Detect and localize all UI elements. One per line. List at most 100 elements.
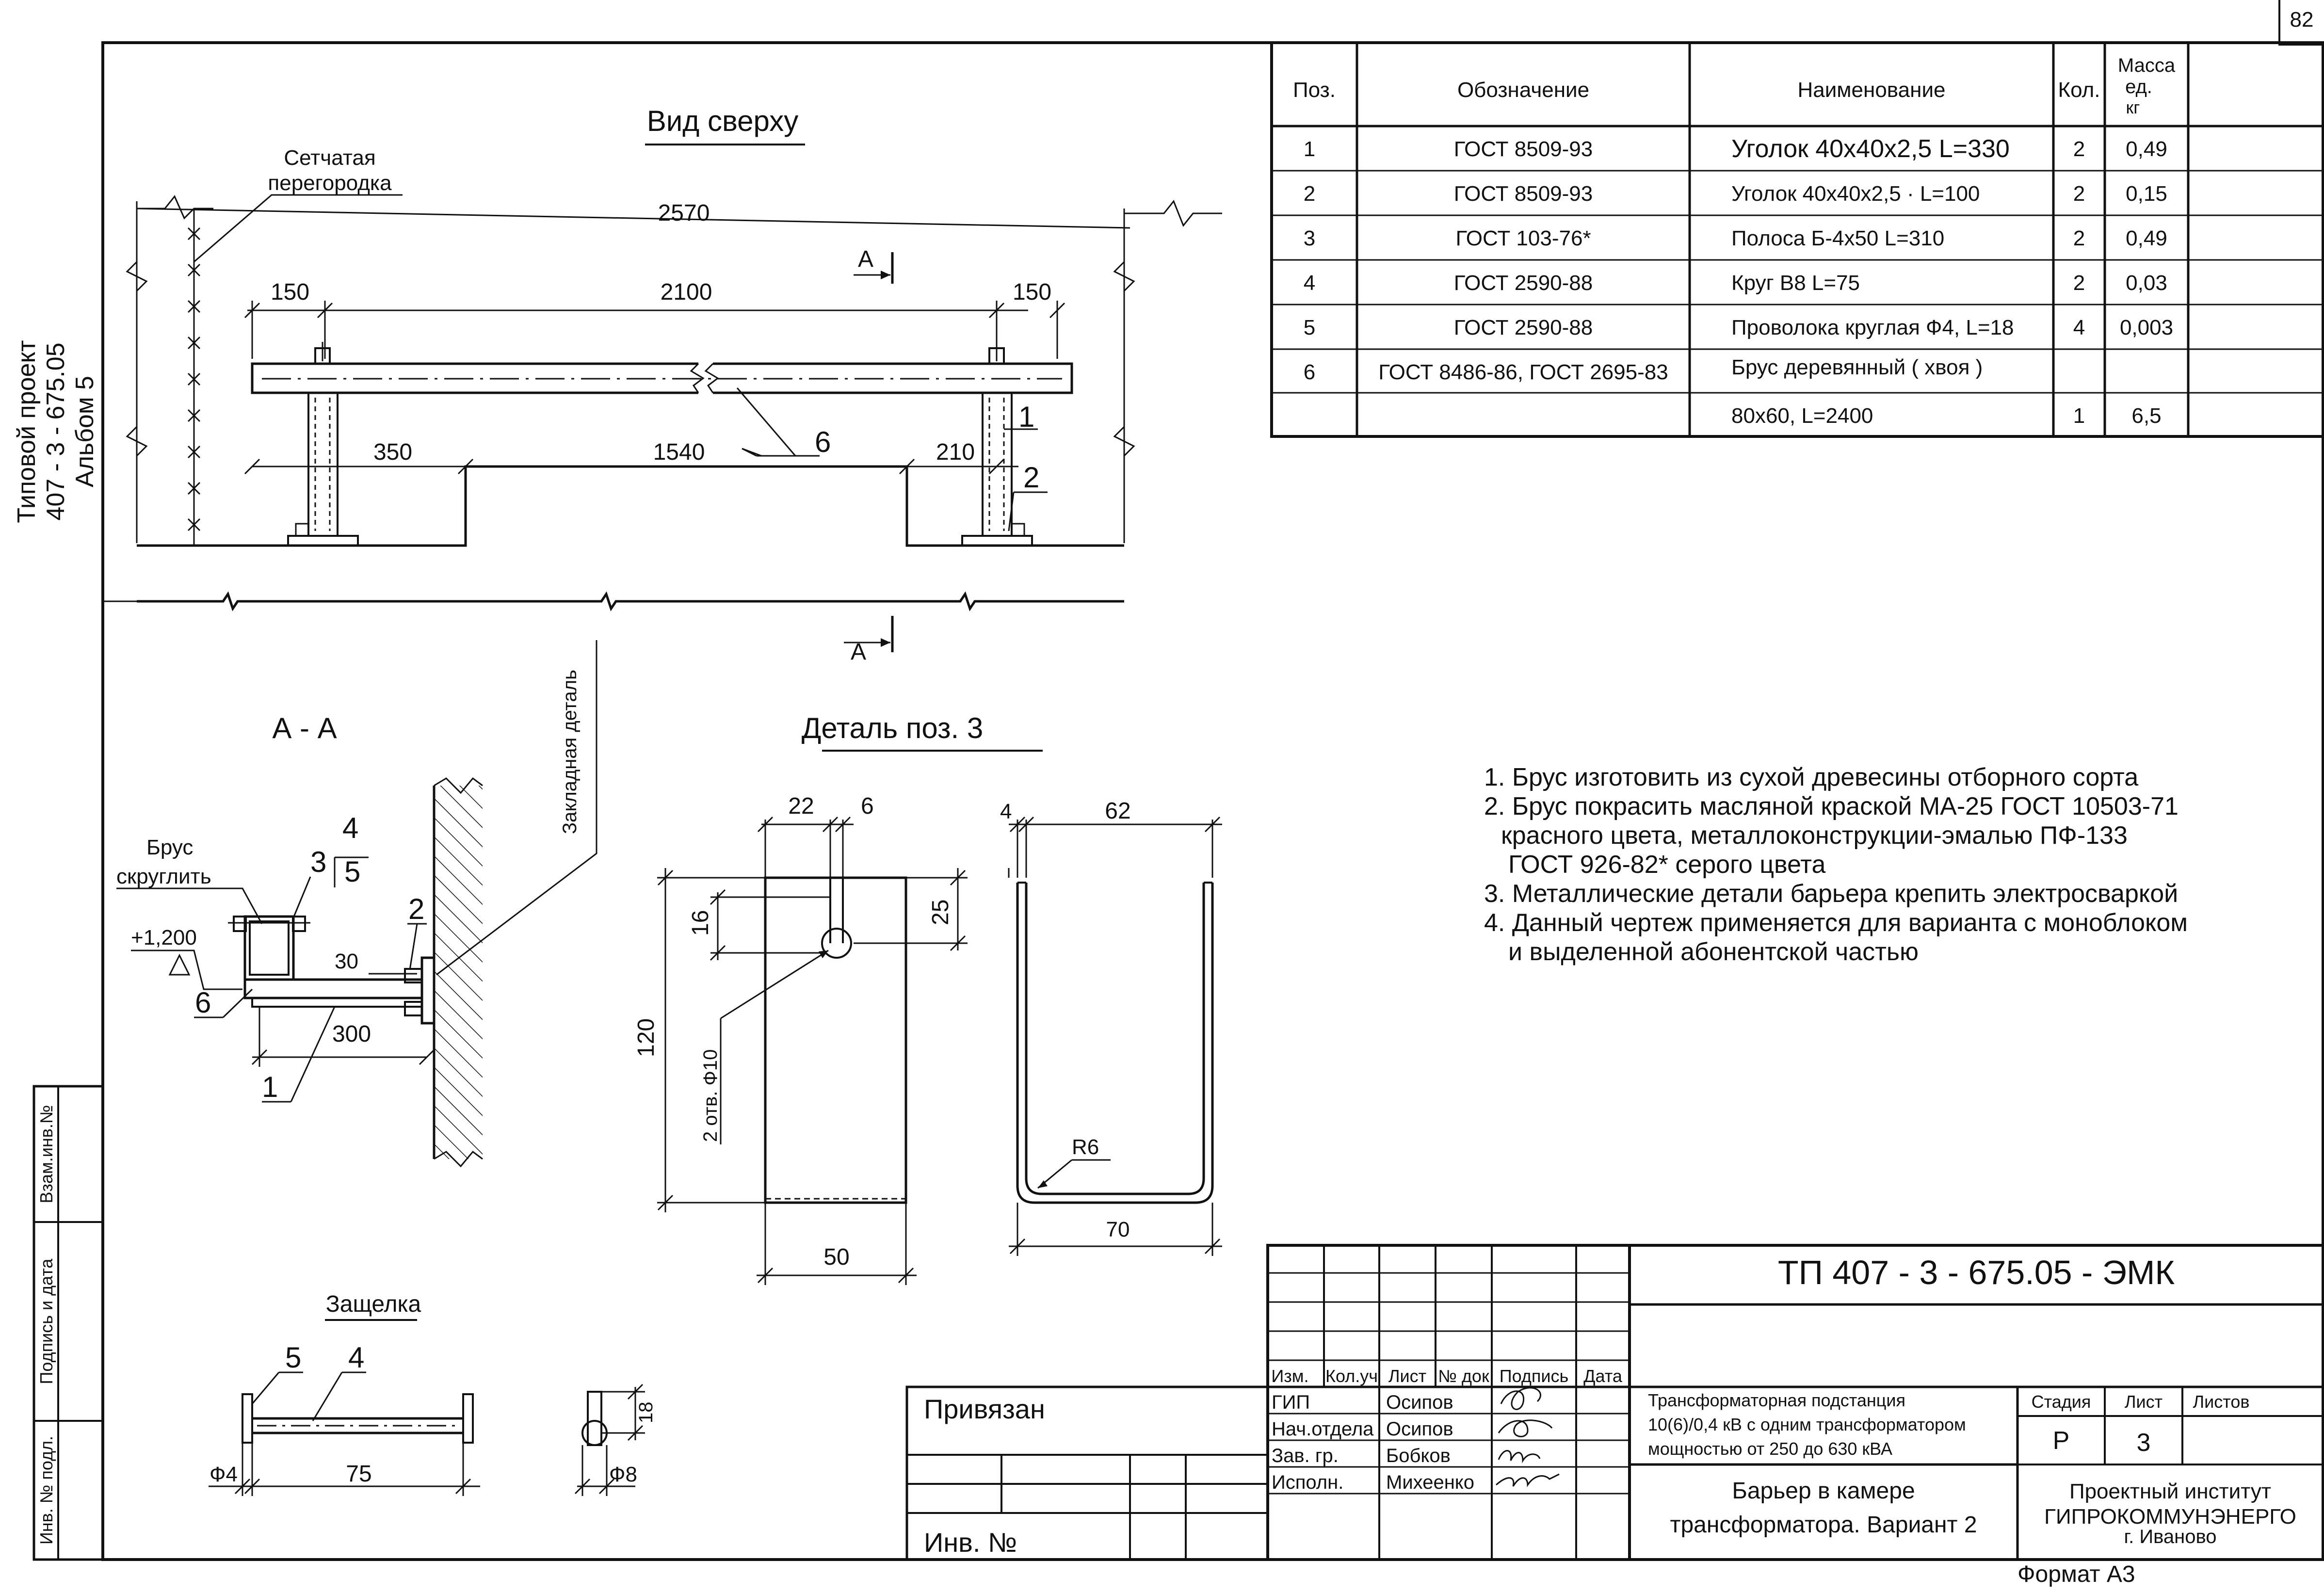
table-row: 2 ГОСТ 8509-93 Уголок 40х40х2,5 · L=100 … [1304,182,2167,206]
page-number-box: 82 [2278,0,2324,46]
col-list: Лист [1388,1366,1426,1386]
latch-d75: 75 [346,1461,371,1487]
col-data: Дата [1583,1366,1623,1386]
dim-6: 6 [861,793,874,819]
aa-pos6: 6 [195,986,211,1019]
org-line1: Проектный институт [2069,1480,2271,1503]
dim-22: 22 [788,793,814,819]
privyazan-label: Привязан [924,1394,1045,1424]
latch-d18: 18 [635,1402,657,1424]
dim-210: 210 [936,439,975,465]
holes-label: 2 отв. Ф10 [700,1049,721,1142]
latch-pos5: 5 [285,1341,301,1374]
detail-pos3: Деталь поз. 3 22 6 16 120 25 [633,712,1222,1285]
table-row: 80х60, L=2400 1 6,5 [1731,404,2162,428]
aa-pos2: 2 [408,893,424,925]
dim-350: 350 [373,439,412,465]
dim-120: 120 [633,1018,659,1057]
svg-text:ГОСТ 103-76*: ГОСТ 103-76* [1455,226,1591,250]
dim-150-right: 150 [1013,279,1051,305]
col-podpis: Подпись [1500,1366,1568,1386]
signature-row: Зав. гр. Бобков [1272,1445,1451,1466]
latch-d8: Ф8 [609,1463,637,1486]
svg-text:Зав. гр.: Зав. гр. [1272,1445,1339,1466]
svg-text:0,49: 0,49 [2126,137,2167,161]
svg-text:Полоса Б-4х50 L=310: Полоса Б-4х50 L=310 [1731,226,1944,250]
table-row: 4 ГОСТ 2590-88 Круг В8 L=75 2 0,03 [1304,271,2167,295]
svg-text:0,003: 0,003 [2120,316,2173,339]
dim-62: 62 [1105,798,1130,824]
svg-text:2: 2 [2073,226,2085,250]
note-4-cont: и выделенной абонентской частью [1508,938,1919,966]
note-3: 3. Металлические детали барьера крепить … [1484,880,2178,908]
col-izm: Изм. [1271,1366,1308,1386]
sheet-title-line2: трансформатора. Вариант 2 [1670,1512,1977,1538]
svg-text:Михеенко: Михеенко [1386,1472,1474,1493]
stamp-inv-label: Инв. № подл. [36,1436,56,1545]
aa-pos4: 4 [342,812,358,844]
svg-text:80х60, L=2400: 80х60, L=2400 [1731,404,1873,428]
stage-label: Стадия [2032,1392,2091,1412]
notes: 1. Брус изготовить из сухой древесины от… [1484,763,2188,966]
pos2-label: 2 [1023,461,1039,494]
latch-title: Защелка [326,1291,421,1317]
svg-text:4: 4 [1304,271,1315,295]
svg-text:Уголок 40х40х2,5 · L=100: Уголок 40х40х2,5 · L=100 [1731,182,1980,206]
dim-1540: 1540 [653,439,705,465]
th-qty: Кол. [2058,78,2100,102]
latch: Защелка 5 4 Ф4 75 18 Ф8 [209,1291,657,1496]
sheets-label: Листов [2193,1392,2250,1412]
doc-code: ТП 407 - 3 - 675.05 - ЭМК [1778,1254,2175,1291]
sheet-title-line1: Барьер в камере [1732,1478,1915,1504]
inv-no-label: Инв. № [924,1527,1017,1558]
th-designation: Обозначение [1457,78,1589,102]
svg-text:2: 2 [1304,182,1315,206]
svg-text:3: 3 [1304,226,1315,250]
table-row: 5 ГОСТ 2590-88 Проволока круглая Ф4, L=1… [1304,316,2173,339]
note-2-cont-1: красного цвета, металлоконструкции-эмаль… [1501,821,2128,850]
svg-text:ГОСТ 8509-93: ГОСТ 8509-93 [1454,137,1593,161]
th-mass-2: ед. [2125,76,2152,97]
project-line1: Трансформаторная подстанция [1648,1390,1905,1410]
top-view: Вид сверху Сетчатая перегородка 2570 150… [103,105,1222,665]
sheet-label: Лист [2125,1392,2163,1412]
section-aa-title: А - А [272,712,337,744]
latch-d4: Ф4 [210,1463,238,1486]
svg-text:Брус деревянный ( хвоя ): Брус деревянный ( хвоя ) [1731,355,1983,379]
note-2: 2. Брус покрасить масляной краской МА-25… [1484,792,2179,821]
note-4: 4. Данный чертеж применяется для вариант… [1484,909,2188,937]
mesh-partition [187,227,201,531]
stage-value: Р [2053,1427,2070,1455]
format-label: Формат А3 [2017,1561,2135,1587]
th-mass-1: Масса [2118,55,2176,76]
col-kol: Кол.уч [1325,1366,1378,1386]
th-name: Наименование [1797,78,1945,102]
svg-text:6,5: 6,5 [2131,404,2161,428]
spec-table: Поз. Обозначение Наименование Кол. Масса… [1270,41,2324,438]
svg-text:2: 2 [2073,137,2085,161]
svg-text:5: 5 [1304,316,1315,339]
latch-pos4: 4 [348,1341,364,1374]
partition-label-2: перегородка [268,171,392,195]
svg-text:6: 6 [1304,360,1315,384]
brus-label-1: Брус [146,836,193,859]
col-ndok: № док [1438,1366,1489,1386]
table-row: 6 ГОСТ 8486-86, ГОСТ 2695-83 Брус деревя… [1304,355,1983,384]
top-view-title: Вид сверху [647,105,798,137]
svg-text:1: 1 [2073,404,2085,428]
svg-text:Осипов: Осипов [1386,1418,1453,1440]
stamp-vzam-label: Взам.инв.№ [36,1105,56,1203]
svg-text:0,15: 0,15 [2126,182,2167,206]
pos6-label: 6 [815,426,831,458]
dim-4: 4 [1000,800,1012,823]
note-1: 1. Брус изготовить из сухой древесины от… [1484,763,2138,791]
pos1-label: 1 [1018,401,1034,433]
signature-row: ГИП Осипов [1272,1392,1453,1413]
sheet-value: 3 [2137,1429,2151,1457]
svg-text:Бобков: Бобков [1386,1445,1451,1466]
svg-text:4: 4 [2073,316,2085,339]
th-mass-3: кг [2126,97,2140,117]
th-pos: Поз. [1293,78,1336,102]
detail3-title: Деталь поз. 3 [802,712,984,744]
partition-label-1: Сетчатая [284,146,375,170]
